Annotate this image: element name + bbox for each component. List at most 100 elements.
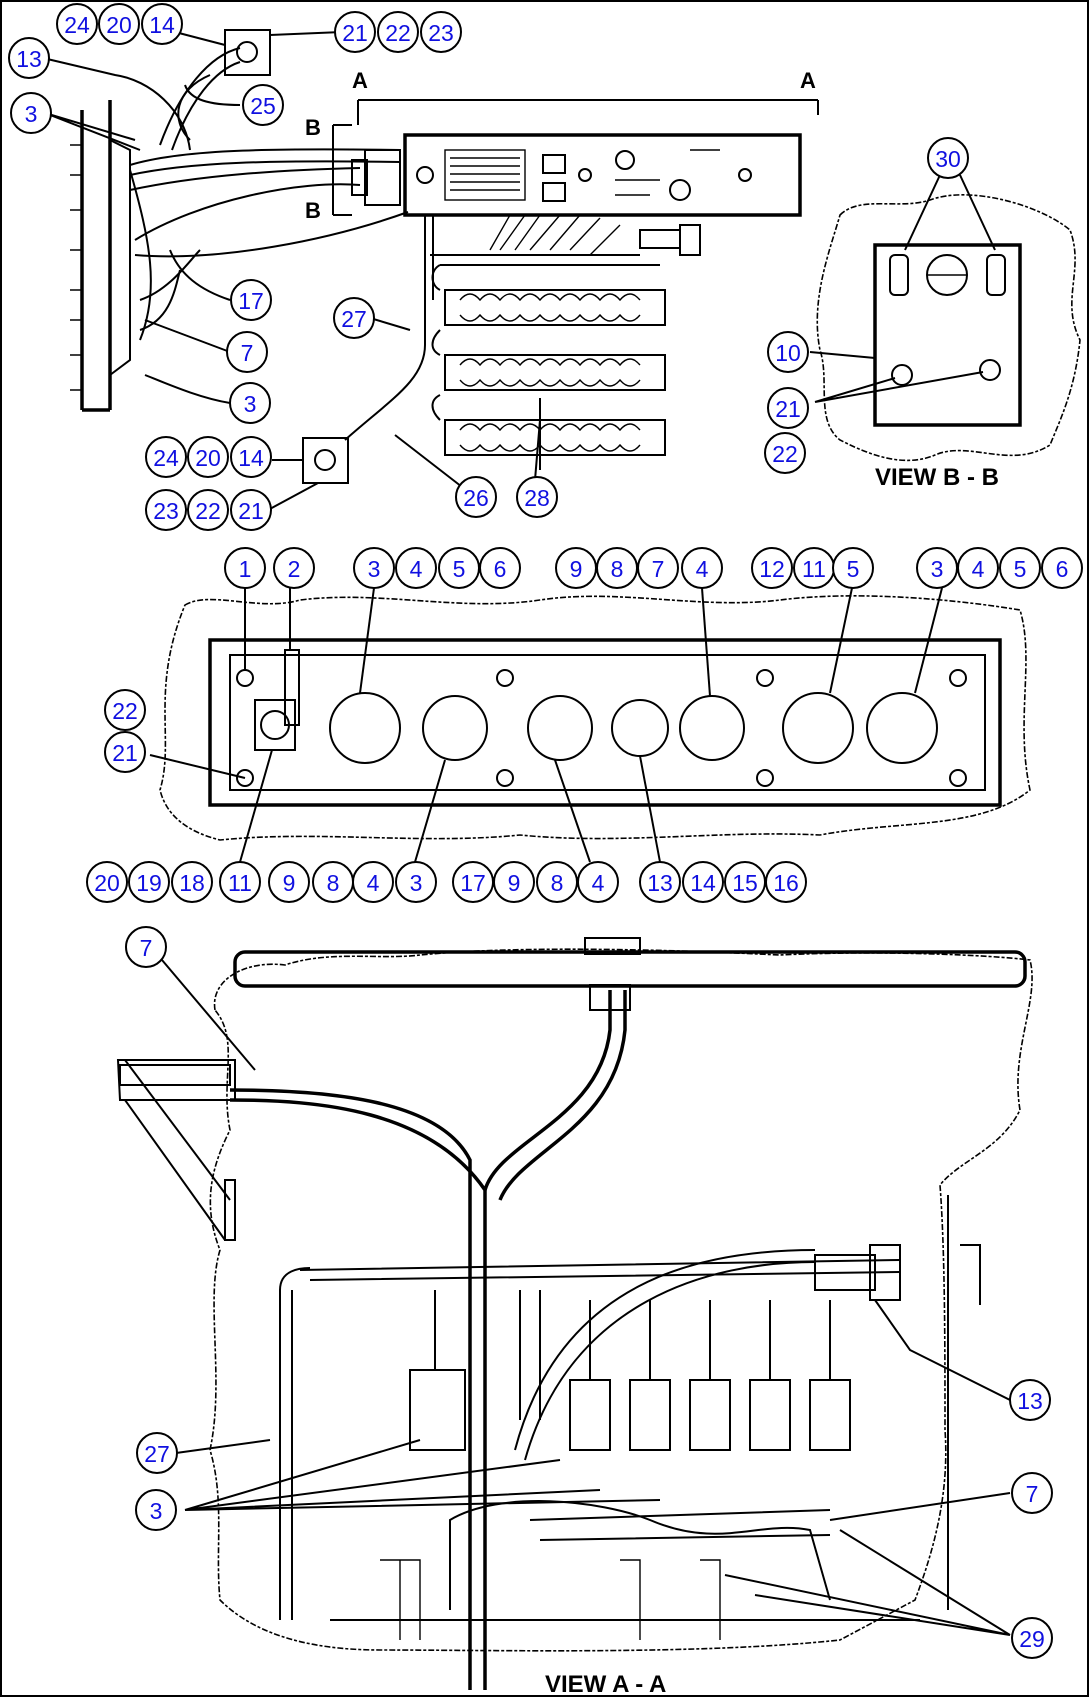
callout-label: 21 (342, 20, 368, 46)
callout-label: 4 (972, 556, 985, 582)
callout-label: 25 (250, 93, 276, 119)
callout-label: 3 (25, 101, 38, 127)
callout-22: 22 (764, 432, 806, 474)
callout-2: 2 (273, 547, 315, 589)
callout-3: 3 (395, 861, 437, 903)
view-a-a-title: VIEW A - A (545, 1671, 666, 1698)
callout-21: 21 (230, 489, 272, 531)
callout-18: 18 (171, 861, 213, 903)
callout-label: 5 (453, 556, 466, 582)
callout-label: 3 (931, 556, 944, 582)
callout-1: 1 (224, 547, 266, 589)
callout-15: 15 (724, 861, 766, 903)
callout-30: 30 (927, 137, 969, 179)
callout-label: 26 (463, 485, 489, 511)
top-assembly (70, 29, 819, 484)
callout-28: 28 (516, 476, 558, 518)
callout-label: 7 (241, 340, 254, 366)
callout-24: 24 (145, 436, 187, 478)
callout-5: 5 (999, 547, 1041, 589)
callout-label: 27 (144, 1441, 170, 1467)
callout-label: 4 (410, 556, 423, 582)
callout-label: 17 (238, 288, 264, 314)
callout-label: 5 (847, 556, 860, 582)
section-a-label-right: A (800, 68, 816, 93)
callout-27: 27 (333, 297, 375, 339)
callout-14: 14 (682, 861, 724, 903)
callout-label: 7 (1026, 1481, 1039, 1507)
callout-7: 7 (637, 547, 679, 589)
callout-label: 19 (136, 870, 162, 896)
callout-label: 16 (773, 870, 799, 896)
callout-20: 20 (187, 436, 229, 478)
callout-label: 9 (283, 870, 296, 896)
leader-lines (42, 31, 1011, 1636)
callout-label: 13 (16, 46, 42, 72)
view-b-b (816, 194, 1081, 462)
callout-4: 4 (395, 547, 437, 589)
callout-label: 4 (367, 870, 380, 896)
callout-label: 21 (775, 396, 801, 422)
callout-21: 21 (104, 731, 146, 773)
callout-label: 8 (611, 556, 624, 582)
callout-22: 22 (187, 489, 229, 531)
callout-6: 6 (1041, 547, 1083, 589)
callout-label: 18 (179, 870, 205, 896)
callout-label: 22 (112, 698, 138, 724)
callout-label: 24 (153, 445, 179, 471)
section-a-label-left: A (352, 68, 368, 93)
callout-3: 3 (135, 1489, 177, 1531)
callout-3: 3 (353, 547, 395, 589)
callout-label: 13 (1017, 1388, 1043, 1414)
callout-23: 23 (145, 489, 187, 531)
connector-panel (159, 595, 1031, 841)
callout-27: 27 (136, 1432, 178, 1474)
callout-label: 28 (524, 485, 550, 511)
callout-label: 17 (460, 870, 486, 896)
callout-label: 14 (238, 445, 264, 471)
callout-12: 12 (751, 547, 793, 589)
callout-label: 11 (802, 556, 826, 582)
section-b-label-top: B (305, 115, 321, 140)
callout-10: 10 (767, 331, 809, 373)
callout-label: 22 (195, 498, 221, 524)
callout-label: 20 (94, 870, 120, 896)
callout-label: 6 (494, 556, 507, 582)
callout-label: 29 (1019, 1626, 1045, 1652)
callout-13: 13 (8, 37, 50, 79)
callout-8: 8 (596, 547, 638, 589)
callout-24: 24 (56, 3, 98, 45)
callout-25: 25 (242, 84, 284, 126)
view-a-a (116, 937, 1033, 1690)
callout-label: 20 (106, 12, 132, 38)
callout-29: 29 (1011, 1617, 1053, 1659)
callout-label: 5 (1014, 556, 1027, 582)
callout-7: 7 (1011, 1472, 1053, 1514)
callout-label: 24 (64, 12, 90, 38)
callout-9: 9 (555, 547, 597, 589)
callout-label: 2 (288, 556, 301, 582)
callout-14: 14 (141, 3, 183, 45)
callout-23: 23 (420, 11, 462, 53)
callout-label: 13 (647, 870, 673, 896)
callout-label: 11 (228, 870, 252, 896)
callout-label: 7 (652, 556, 665, 582)
callout-19: 19 (128, 861, 170, 903)
callout-label: 3 (368, 556, 381, 582)
callout-label: 9 (570, 556, 583, 582)
callout-label: 27 (341, 306, 367, 332)
callout-22: 22 (104, 689, 146, 731)
callout-label: 21 (112, 740, 138, 766)
callout-label: 3 (410, 870, 423, 896)
callout-label: 3 (150, 1498, 163, 1524)
callout-label: 23 (153, 498, 179, 524)
callout-21: 21 (334, 11, 376, 53)
callout-4: 4 (577, 861, 619, 903)
callout-21: 21 (767, 387, 809, 429)
callout-label: 14 (149, 12, 175, 38)
callout-20: 20 (86, 861, 128, 903)
callout-label: 15 (732, 870, 758, 896)
callout-9: 9 (493, 861, 535, 903)
